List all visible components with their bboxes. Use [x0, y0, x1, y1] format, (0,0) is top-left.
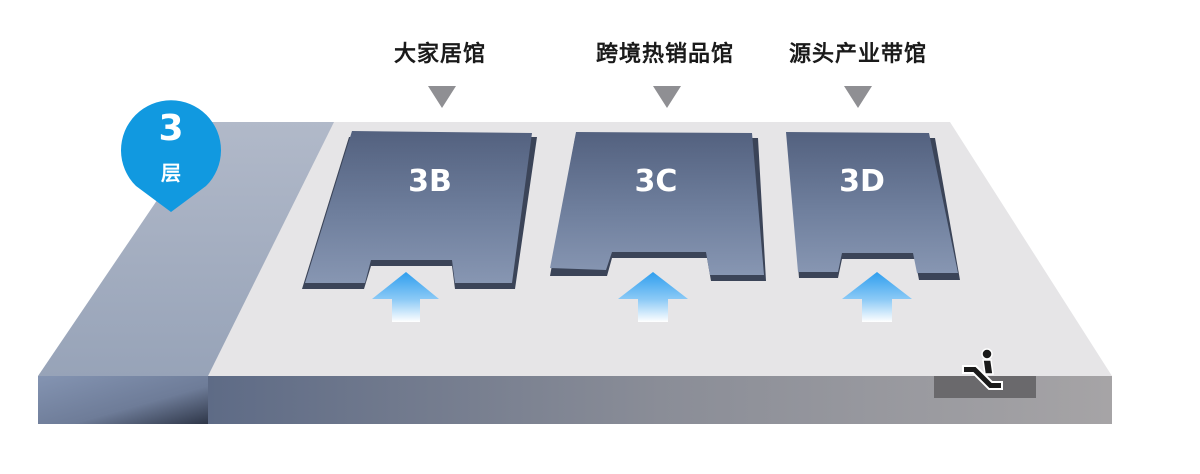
- hall-label-3c: 跨境热销品馆: [595, 42, 734, 67]
- zone-3d[interactable]: [786, 132, 960, 280]
- zone-code-3c: 3C: [635, 164, 678, 199]
- escalator-icon[interactable]: [934, 348, 1036, 398]
- pointer-3d-icon: [844, 86, 872, 108]
- zone-3b[interactable]: [302, 131, 537, 289]
- floor-number: 3: [158, 108, 183, 149]
- floor-front-face-left: [38, 376, 208, 424]
- floor-label: 层: [161, 161, 181, 185]
- floor-pin: 3 层: [121, 100, 222, 212]
- entrance-3c-arrow-icon: [618, 272, 688, 322]
- floor-aisle: [38, 122, 334, 376]
- zone-3c[interactable]: [550, 132, 766, 281]
- hall-label-3d: 源头产业带馆: [788, 42, 927, 67]
- entrance-3b-arrow-icon: [372, 272, 439, 322]
- hall-label-3b: 大家居馆: [393, 42, 486, 67]
- zone-code-3d: 3D: [839, 164, 885, 199]
- pointer-3b-icon: [428, 86, 456, 108]
- entrance-3d-arrow-icon: [842, 272, 912, 322]
- pointer-3c-icon: [653, 86, 681, 108]
- zone-code-3b: 3B: [408, 164, 452, 199]
